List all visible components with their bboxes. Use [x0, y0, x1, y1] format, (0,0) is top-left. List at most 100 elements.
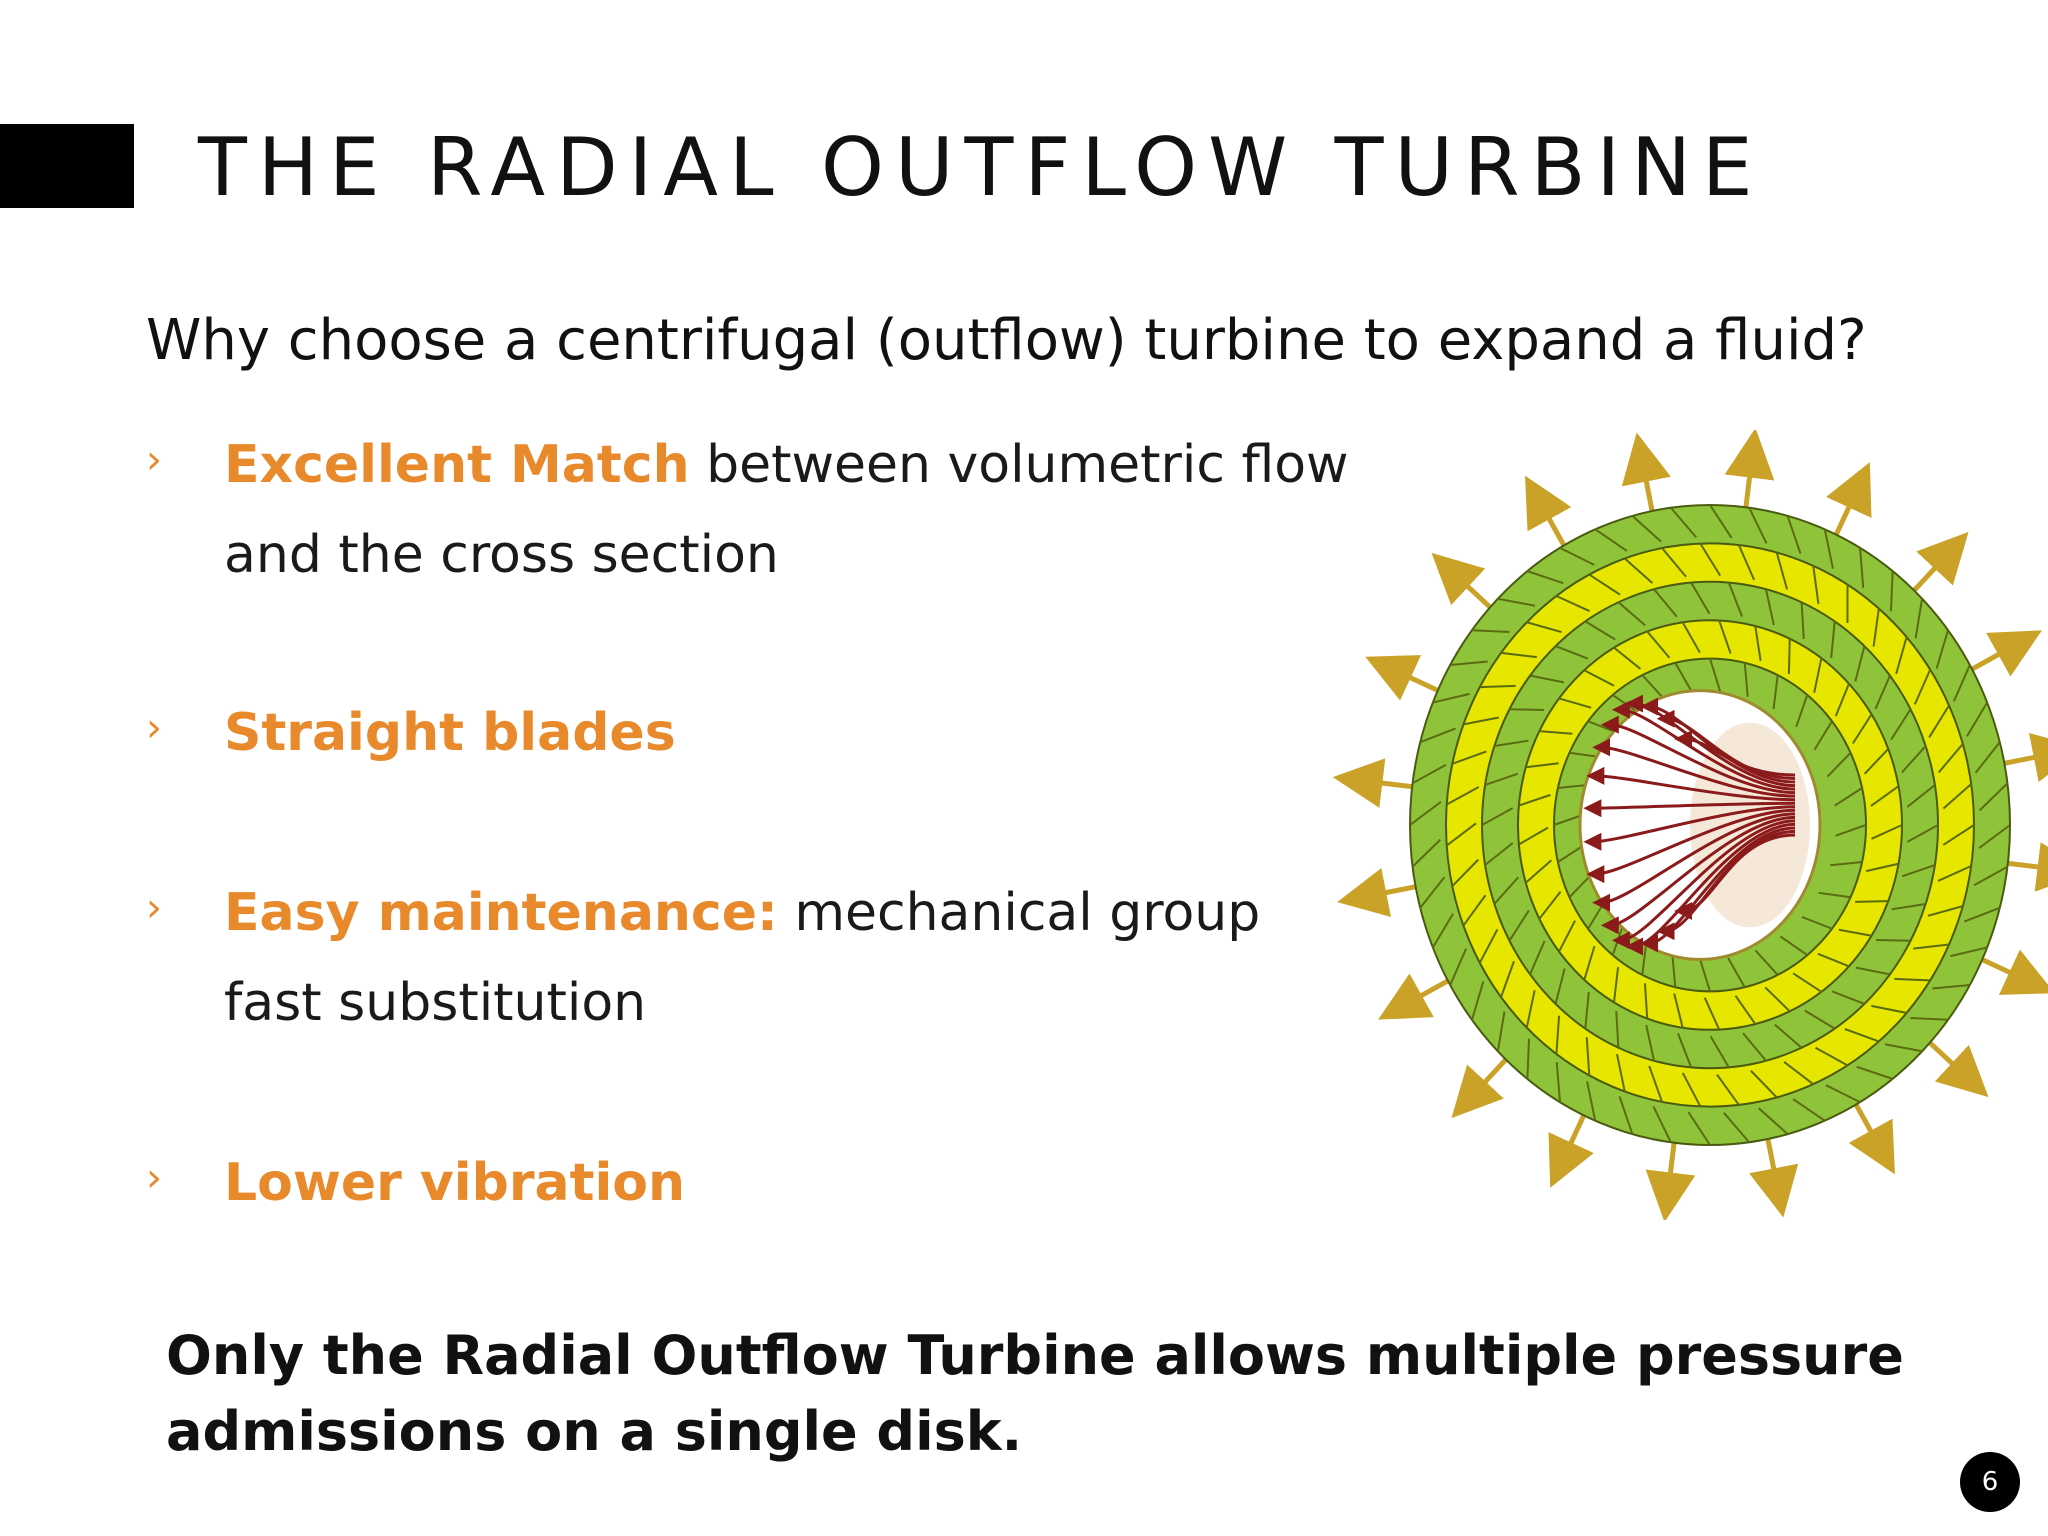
blade — [1913, 943, 1950, 950]
blade — [1618, 1096, 1634, 1135]
blade — [1942, 783, 1972, 810]
blade — [1754, 949, 1779, 976]
blade — [1872, 608, 1880, 647]
blade — [1617, 601, 1646, 627]
blade — [1508, 909, 1530, 942]
blade — [1674, 662, 1693, 693]
blade — [1471, 629, 1510, 633]
blade — [1527, 570, 1564, 585]
blade — [1748, 507, 1768, 544]
blade — [1409, 801, 1442, 826]
blade — [1737, 544, 1756, 581]
blade — [1446, 786, 1480, 806]
blade — [1914, 598, 1924, 639]
blade — [1419, 876, 1446, 909]
blade — [1950, 946, 1988, 958]
blade — [1449, 948, 1468, 986]
chevron-right-icon: › — [146, 705, 162, 751]
blade — [1555, 645, 1589, 660]
blade — [1974, 741, 2001, 774]
blade — [1813, 657, 1823, 693]
blade — [1555, 1015, 1561, 1055]
blade — [1586, 1081, 1597, 1121]
blade — [1927, 905, 1964, 917]
streamline — [1611, 700, 1796, 791]
blade — [1884, 1043, 1923, 1053]
blade — [1795, 694, 1809, 728]
blade — [1826, 752, 1852, 778]
blade — [1834, 683, 1850, 717]
blade — [1451, 858, 1479, 887]
blade — [1871, 824, 1903, 840]
blade — [1616, 1053, 1626, 1092]
blade — [1895, 636, 1908, 675]
blade — [1894, 977, 1931, 982]
blade — [1876, 939, 1911, 942]
blade — [1525, 859, 1553, 884]
blade — [1494, 739, 1529, 748]
blade — [1526, 1038, 1531, 1079]
streamline — [1586, 766, 1796, 802]
slide-question: Why choose a centrifugal (outflow) turbi… — [146, 308, 1867, 373]
blade — [1871, 1004, 1907, 1014]
blade — [1718, 620, 1732, 654]
blade — [1529, 940, 1546, 975]
blade — [1698, 958, 1711, 992]
blade — [1615, 1010, 1620, 1048]
streamline — [1583, 805, 1796, 851]
chevron-right-icon: › — [146, 885, 162, 931]
turbine-disk — [1409, 504, 2011, 1146]
blade — [1825, 1084, 1861, 1104]
bullet-highlight: Lower vibration — [224, 1153, 686, 1213]
bullet-highlight: Easy maintenance: — [224, 883, 778, 943]
blade — [1538, 891, 1562, 920]
blade — [1539, 730, 1573, 735]
blade — [1555, 1062, 1561, 1103]
turbine-figure — [1330, 427, 2048, 1223]
streamline — [1586, 808, 1796, 884]
blade — [1558, 920, 1576, 953]
blade — [1830, 621, 1836, 659]
blade — [1891, 902, 1926, 911]
blade — [1431, 913, 1454, 948]
blade — [1687, 1111, 1711, 1146]
blade — [1906, 784, 1936, 808]
blade — [1750, 1070, 1778, 1099]
blade — [1859, 547, 1865, 588]
bullet-highlight: Straight blades — [224, 703, 676, 763]
radial-turbine-illustration — [1332, 427, 2048, 1223]
blade — [1529, 674, 1565, 684]
blade — [1863, 748, 1889, 775]
blade — [1673, 993, 1684, 1028]
blade — [1775, 552, 1789, 590]
blade — [1432, 692, 1470, 704]
blade — [1471, 981, 1485, 1021]
blade — [1671, 953, 1677, 988]
blade — [1509, 708, 1544, 711]
blade — [1559, 546, 1595, 566]
blade — [1690, 582, 1711, 615]
blade — [1584, 620, 1616, 641]
blade — [1500, 651, 1537, 659]
blade — [1743, 662, 1749, 697]
blade — [1479, 684, 1516, 689]
blade — [1890, 708, 1912, 741]
blade — [1709, 658, 1722, 692]
chevron-right-icon: › — [146, 437, 162, 483]
blade — [1937, 743, 1964, 774]
blade — [1699, 543, 1722, 577]
blade — [1854, 645, 1866, 682]
blade — [1966, 702, 1989, 737]
bullet-body: mechanical group fast substitution — [224, 883, 1261, 1033]
blade — [1525, 762, 1559, 769]
blade — [1834, 787, 1863, 807]
blade — [1641, 674, 1666, 701]
blade — [1613, 967, 1620, 1003]
blade — [1462, 894, 1487, 927]
blade — [1772, 674, 1779, 710]
blade — [1865, 862, 1899, 873]
blade — [1727, 957, 1746, 988]
blade — [1830, 861, 1863, 867]
blade — [1855, 900, 1889, 903]
blade — [1823, 529, 1834, 569]
